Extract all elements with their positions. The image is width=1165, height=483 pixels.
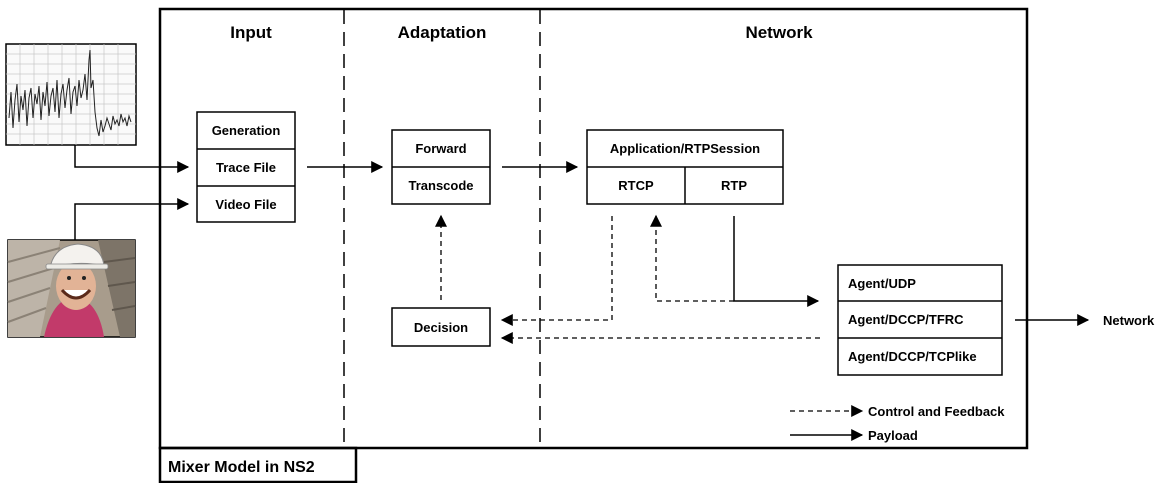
- main-frame: [158, 7, 1029, 450]
- diagram-title: Mixer Model in NS2: [168, 459, 315, 476]
- legend-control-label: Control and Feedback: [868, 404, 1005, 419]
- application-header-label: Application/RTPSession: [610, 141, 760, 156]
- adaptation-forward-label: Forward: [415, 141, 466, 156]
- input-trace-file-label: Trace File: [216, 160, 276, 175]
- column-header-network: Network: [745, 23, 813, 42]
- column-header-adaptation: Adaptation: [398, 23, 487, 42]
- application-box: Application/RTPSession RTCP RTP: [586, 129, 784, 205]
- network-output-label: Network: [1103, 313, 1155, 328]
- legend-payload-label: Payload: [868, 428, 918, 443]
- input-generation-label: Generation: [212, 123, 281, 138]
- trace-plot-image: [5, 43, 137, 146]
- decision-box: Decision: [391, 307, 491, 347]
- agent-dccp-tcplike-label: Agent/DCCP/TCPlike: [848, 349, 977, 364]
- trace-to-input-arrow: [74, 145, 190, 173]
- input-video-file-label: Video File: [215, 197, 276, 212]
- agent-box: Agent/UDP Agent/DCCP/TFRC Agent/DCCP/TCP…: [837, 264, 1003, 376]
- rtcp-label: RTCP: [618, 178, 654, 193]
- decision-label: Decision: [414, 320, 468, 335]
- rtcp-to-decision-arrow: [500, 216, 613, 326]
- adaptation-box: Forward Transcode: [391, 129, 491, 205]
- column-header-input: Input: [230, 23, 272, 42]
- adaptation-transcode-label: Transcode: [408, 178, 473, 193]
- input-box: Generation Trace File Video File: [196, 111, 296, 223]
- title-box: [158, 446, 358, 483]
- agent-udp-label: Agent/UDP: [848, 276, 916, 291]
- video-to-input-arrow: [74, 198, 190, 240]
- legend: Control and Feedback Payload: [790, 404, 1005, 443]
- rtp-to-agent-arrow: [733, 216, 820, 307]
- rtp-label: RTP: [721, 178, 747, 193]
- agent-feedback-to-rtcp-arrow: [650, 214, 734, 302]
- video-frame-image: [7, 239, 136, 338]
- agent-dccp-tfrc-label: Agent/DCCP/TFRC: [848, 312, 964, 327]
